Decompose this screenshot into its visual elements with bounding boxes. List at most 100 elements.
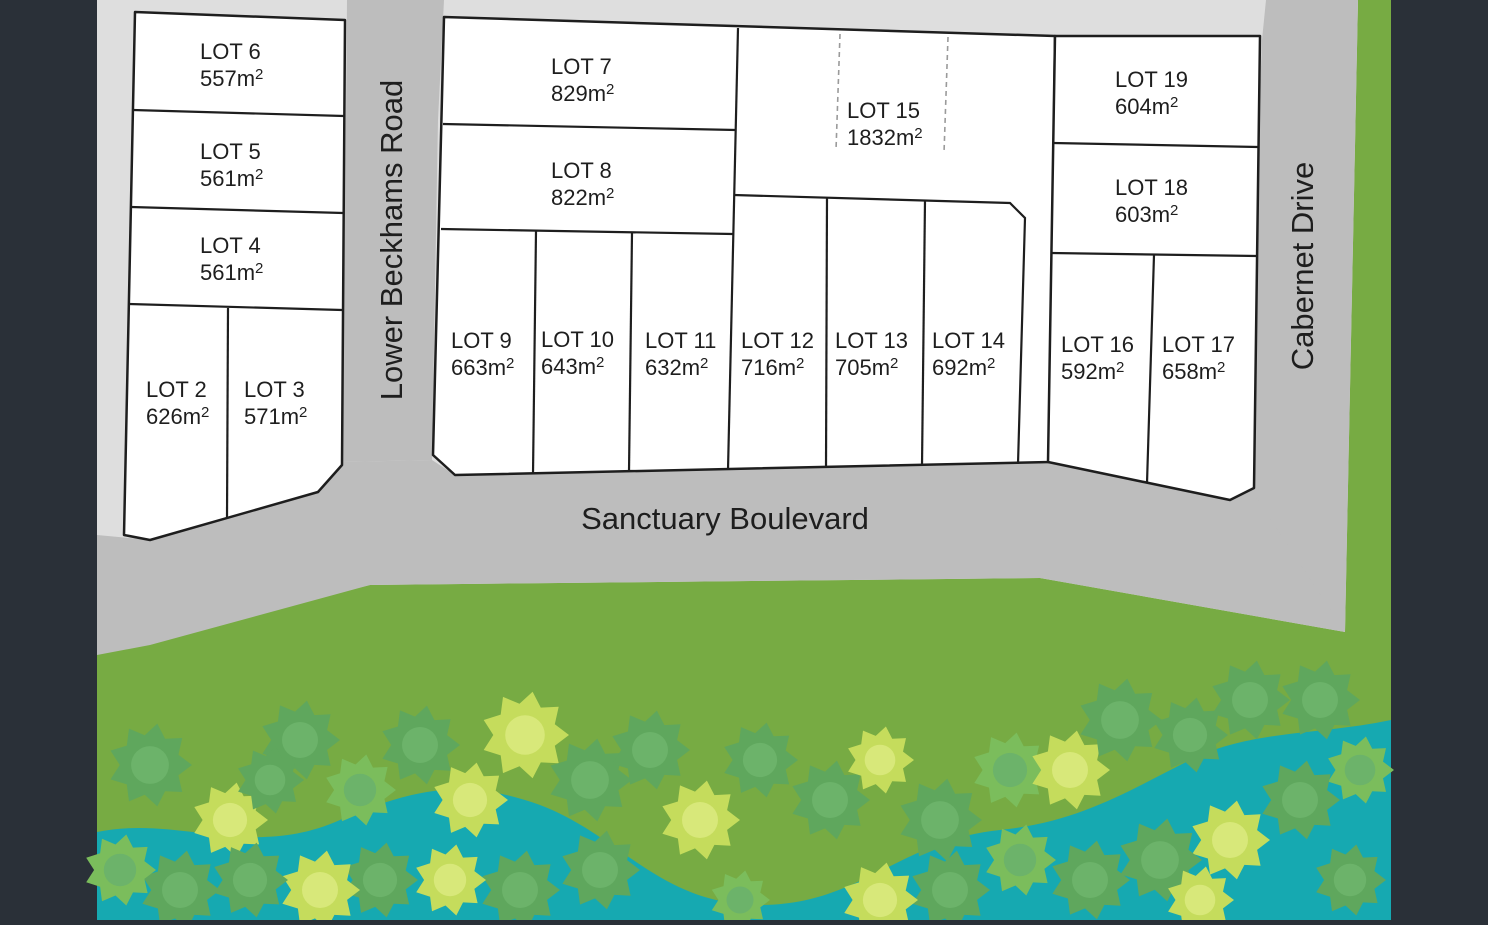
tree — [1316, 844, 1386, 916]
lot-divider — [440, 227, 734, 236]
lot-12-area-power: 2 — [796, 355, 804, 372]
lot-19-area-power: 2 — [1170, 94, 1178, 111]
tree — [194, 782, 268, 858]
lot-18-area-power: 2 — [1170, 202, 1178, 219]
lot-7-area-power: 2 — [606, 81, 614, 98]
tree — [848, 726, 914, 794]
tree — [434, 762, 508, 838]
tree — [550, 738, 632, 822]
tree — [1212, 660, 1290, 740]
tree — [1032, 730, 1110, 810]
lot-14-area: 692 — [932, 355, 969, 380]
lot-8-area-unit: m — [588, 185, 606, 210]
tree — [1262, 760, 1340, 840]
lot-10-area: 643 — [541, 354, 578, 379]
lot-4-area: 561 — [200, 260, 237, 285]
lot-2-area-unit: m — [183, 404, 201, 429]
lot-5-area: 561 — [200, 166, 237, 191]
lot-13-name: LOT 13 — [835, 328, 908, 353]
tree — [912, 850, 990, 925]
lot-9-name: LOT 9 — [451, 328, 512, 353]
lot-16-name: LOT 16 — [1061, 332, 1134, 357]
tree — [974, 732, 1048, 808]
lot-5-area-unit: m — [237, 166, 255, 191]
easement-line — [835, 33, 841, 151]
lot-19-name: LOT 19 — [1115, 67, 1188, 92]
lot-9-area-power: 2 — [506, 355, 514, 372]
lot-divider — [128, 302, 343, 312]
tree — [562, 830, 640, 910]
lot-19-area-unit: m — [1152, 94, 1170, 119]
tree — [1080, 678, 1162, 762]
lot-12-name: LOT 12 — [741, 328, 814, 353]
lot-17-area-power: 2 — [1217, 359, 1225, 376]
tree — [1192, 800, 1270, 880]
lot-divider — [531, 230, 538, 475]
lot-boundaries — [122, 10, 1262, 542]
tree — [416, 844, 486, 916]
lot-13-area-power: 2 — [890, 355, 898, 372]
tree — [483, 691, 569, 779]
lot-16-area-power: 2 — [1116, 359, 1124, 376]
lot-14-area-unit: m — [969, 355, 987, 380]
lot-block-central[interactable] — [431, 15, 1057, 477]
lot-3-name: LOT 3 — [244, 377, 305, 402]
lot-6-name: LOT 6 — [200, 39, 261, 64]
lot-divider — [1145, 254, 1156, 484]
lot-6-area: 557 — [200, 66, 237, 91]
lot-18-area-unit: m — [1152, 202, 1170, 227]
tree — [382, 705, 460, 785]
tree — [214, 842, 288, 918]
lot-15-area: 1832 — [847, 125, 896, 150]
tree — [482, 850, 560, 925]
lot-divider — [1050, 251, 1258, 258]
road-sanctuary-boulevard — [97, 460, 1345, 655]
lot-16-area: 592 — [1061, 359, 1098, 384]
lot-18-name: LOT 18 — [1115, 175, 1188, 200]
lot-19-area: 604 — [1115, 94, 1152, 119]
lot-6-area-power: 2 — [255, 66, 263, 83]
tree — [792, 760, 870, 840]
lot-17-area: 658 — [1162, 359, 1199, 384]
lot-13-area-unit: m — [872, 355, 890, 380]
lot-block-west[interactable] — [122, 10, 347, 542]
lot-11-area: 632 — [645, 355, 682, 380]
lot-9-area: 663 — [451, 355, 488, 380]
tree — [724, 722, 798, 798]
lot-7-area: 829 — [551, 81, 588, 106]
grass-reserve — [97, 0, 1391, 920]
lot-14-area-power: 2 — [987, 355, 995, 372]
tree — [1168, 866, 1234, 925]
tree — [1120, 818, 1202, 902]
lot-divider — [920, 199, 927, 467]
tree — [612, 710, 690, 790]
lot-5-name: LOT 5 — [200, 139, 261, 164]
lot-10-area-unit: m — [578, 354, 596, 379]
tree — [86, 834, 156, 906]
lot-8-area: 822 — [551, 185, 588, 210]
lot-divider — [733, 193, 1027, 465]
lot-17-name: LOT 17 — [1162, 332, 1235, 357]
lot-divider — [132, 108, 345, 118]
lot-3-area: 571 — [244, 404, 281, 429]
lot-divider — [726, 27, 740, 471]
lot-2-area-power: 2 — [201, 404, 209, 421]
